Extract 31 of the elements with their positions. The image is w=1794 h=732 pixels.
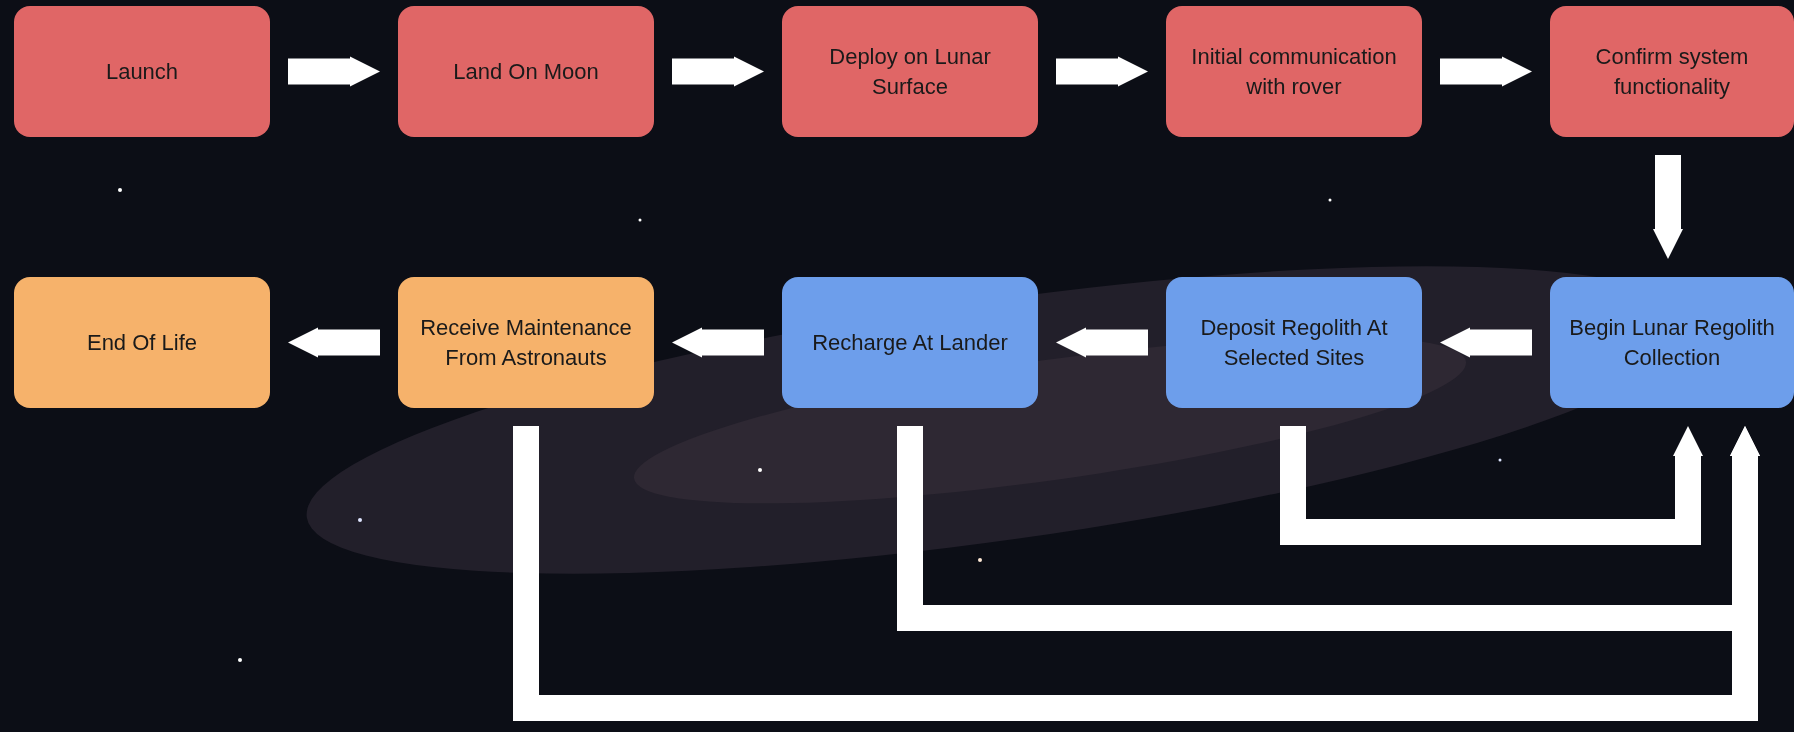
arrow bbox=[1440, 327, 1532, 358]
arrow bbox=[1440, 56, 1532, 87]
step-label: Recharge At Lander bbox=[812, 328, 1008, 357]
process-box bbox=[1550, 6, 1794, 137]
process-box bbox=[398, 277, 654, 408]
process-box bbox=[782, 6, 1038, 137]
step-label: Begin Lunar Regolith Collection bbox=[1568, 313, 1776, 372]
process-box bbox=[1550, 277, 1794, 408]
arrow bbox=[1653, 155, 1683, 259]
step-label: Receive Maintenance From Astronauts bbox=[419, 313, 633, 372]
step-label: Deposit Regolith At Selected Sites bbox=[1199, 313, 1389, 372]
process-box bbox=[398, 6, 654, 137]
process-box bbox=[14, 6, 270, 137]
process-box bbox=[14, 277, 270, 408]
arrow bbox=[1056, 327, 1148, 358]
process-box bbox=[782, 277, 1038, 408]
process-box bbox=[1166, 6, 1422, 137]
arrow bbox=[288, 56, 380, 87]
step-label: Deploy on Lunar Surface bbox=[828, 42, 992, 101]
arrow bbox=[672, 327, 764, 358]
arrow bbox=[1280, 426, 1703, 545]
step-label: Confirm system functionality bbox=[1594, 42, 1750, 101]
step-label: Launch bbox=[105, 57, 179, 86]
arrow bbox=[672, 56, 764, 87]
step-label: Initial communication with rover bbox=[1190, 42, 1398, 101]
arrow bbox=[1056, 56, 1148, 87]
step-label: End Of Life bbox=[86, 328, 198, 357]
process-box bbox=[1166, 277, 1422, 408]
step-label: Land On Moon bbox=[453, 57, 599, 86]
arrow bbox=[513, 426, 1760, 721]
arrow bbox=[288, 327, 380, 358]
